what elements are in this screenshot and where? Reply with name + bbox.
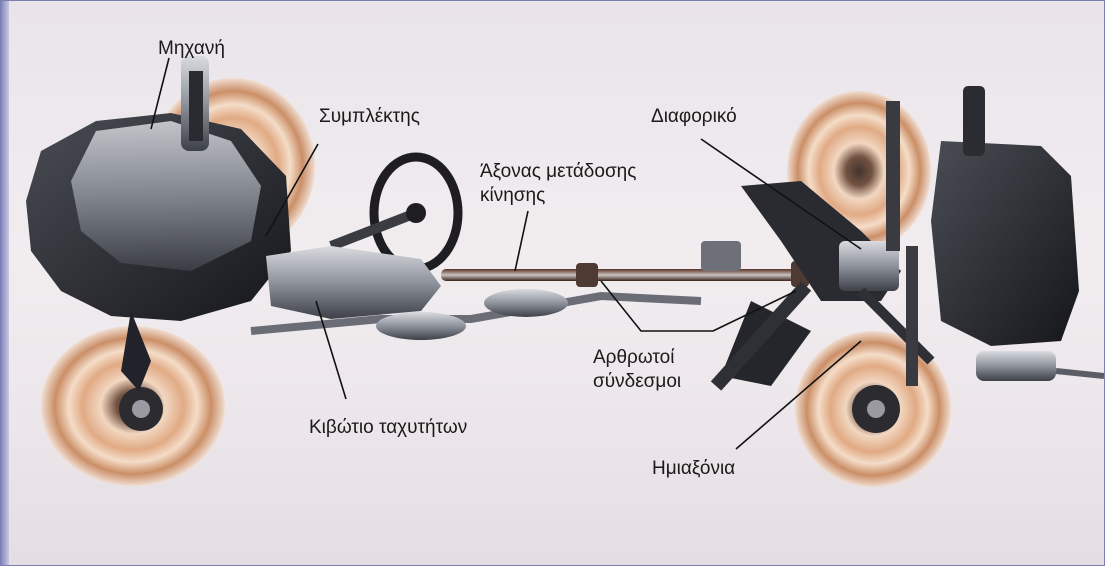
joints-leader [601,281,713,331]
driveshaft-label-line2: κίνησης [480,185,545,207]
joints-label-line2: σύνδεσμοι [593,371,681,393]
drive-shaft [441,261,809,287]
driveshaft-label-line1: Άξονας μετάδοσης [480,161,636,183]
clutch-label: Συμπλέκτης [319,106,420,128]
differential-label: Διαφορικό [651,106,737,128]
engine-label: Μηχανή [158,38,225,60]
gearbox [266,246,441,319]
fuel-tank [931,86,1079,346]
gearbox-label: Κιβώτιο ταχυτήτων [309,417,467,439]
half-shafts-label: Ημιαξόνια [652,458,735,480]
driveshaft-leader [515,211,528,271]
joints-label-line1: Αρθρωτοί [593,347,674,369]
